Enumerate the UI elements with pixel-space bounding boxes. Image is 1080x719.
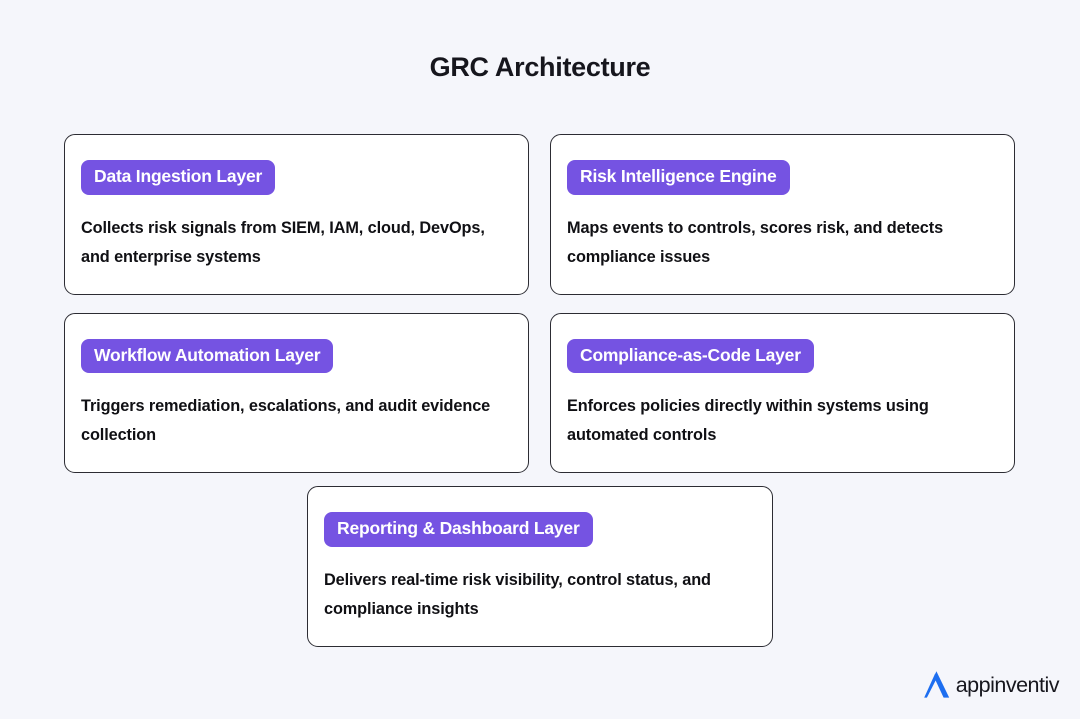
layer-badge-risk-intelligence: Risk Intelligence Engine [567,160,790,195]
appinventiv-wordmark: appinventiv [955,672,1060,697]
layer-card-compliance-as-code: Compliance-as-Code Layer Enforces polici… [550,312,1015,473]
layer-description-data-ingestion: Collects risk signals from SIEM, IAM, cl… [81,218,485,266]
layer-description-workflow-automation: Triggers remediation, escalations, and a… [81,397,491,444]
layer-card-risk-intelligence: Risk Intelligence Engine Maps events to … [550,134,1015,295]
layer-card-grid: Data Ingestion Layer Collects risk signa… [64,134,1016,473]
layer-badge-compliance-as-code: Compliance-as-Code Layer [567,338,814,373]
layer-card-data-ingestion: Data Ingestion Layer Collects risk signa… [64,134,529,295]
appinventiv-arrow-icon [923,671,949,698]
layer-description-reporting-dashboard: Delivers real-time risk visibility, cont… [324,570,711,618]
bottom-card-wrapper: Reporting & Dashboard Layer Delivers rea… [307,486,773,647]
layer-badge-reporting-dashboard: Reporting & Dashboard Layer [324,512,593,547]
page-title: GRC Architecture [429,52,651,82]
layer-card-reporting-dashboard: Reporting & Dashboard Layer Delivers rea… [307,486,773,647]
appinventiv-logo: appinventiv [919,668,1060,701]
layer-badge-data-ingestion: Data Ingestion Layer [81,160,276,195]
layer-badge-workflow-automation: Workflow Automation Layer [81,338,334,373]
layer-card-workflow-automation: Workflow Automation Layer Triggers remed… [64,312,529,473]
layer-description-compliance-as-code: Enforces policies directly within system… [567,397,929,444]
layer-description-risk-intelligence: Maps events to controls, scores risk, an… [567,218,944,266]
